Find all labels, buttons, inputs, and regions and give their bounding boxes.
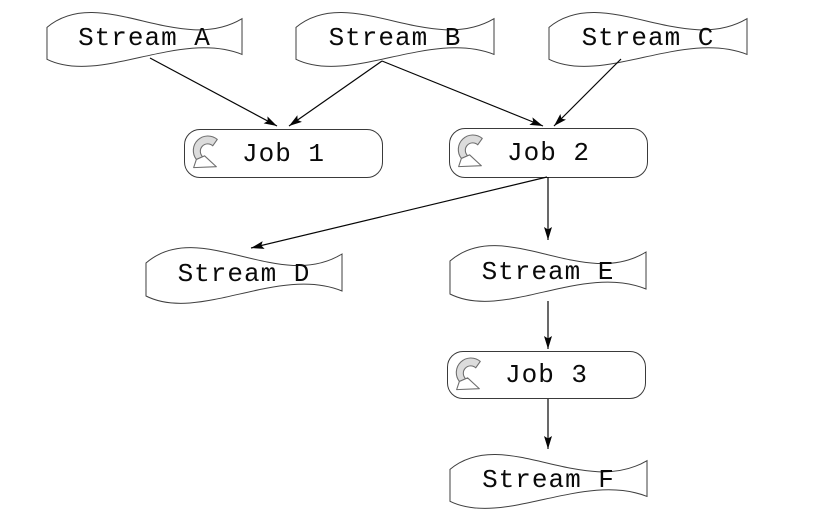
node-stream-e[interactable]: Stream E	[449, 241, 647, 303]
loop-arrow-icon	[455, 357, 481, 391]
node-label: Stream F	[482, 465, 615, 495]
node-label: Job 2	[506, 138, 590, 168]
node-stream-c[interactable]: Stream C	[548, 8, 748, 68]
stream-tape-shape	[46, 8, 243, 68]
edge-stream-a-to-job-1	[149, 57, 278, 127]
loop-arrow-icon	[192, 135, 218, 169]
edge-job-2-to-stream-d	[250, 176, 548, 249]
node-job-3[interactable]: Job 3	[447, 351, 646, 399]
node-label: Job 1	[241, 138, 325, 169]
node-label: Job 3	[504, 360, 588, 390]
node-label: Stream D	[177, 259, 311, 289]
edge-stream-c-to-job-2	[553, 58, 622, 127]
loop-arrow-icon	[457, 134, 483, 168]
node-stream-f[interactable]: Stream F	[449, 450, 648, 510]
node-job-1[interactable]: Job 1	[184, 129, 383, 178]
edge-stream-b-to-job-2	[381, 60, 544, 127]
node-label: Stream A	[78, 23, 211, 53]
node-stream-d[interactable]: Stream D	[145, 243, 343, 305]
node-stream-a[interactable]: Stream A	[46, 8, 243, 68]
node-label: Stream E	[481, 257, 615, 287]
stream-tape-shape	[145, 243, 343, 305]
edge-stream-b-to-job-1	[288, 60, 383, 127]
node-stream-b[interactable]: Stream B	[295, 8, 495, 68]
node-label: Stream B	[328, 23, 462, 53]
stream-tape-shape	[449, 450, 648, 510]
node-job-2[interactable]: Job 2	[449, 128, 648, 178]
node-label: Stream C	[581, 23, 715, 53]
